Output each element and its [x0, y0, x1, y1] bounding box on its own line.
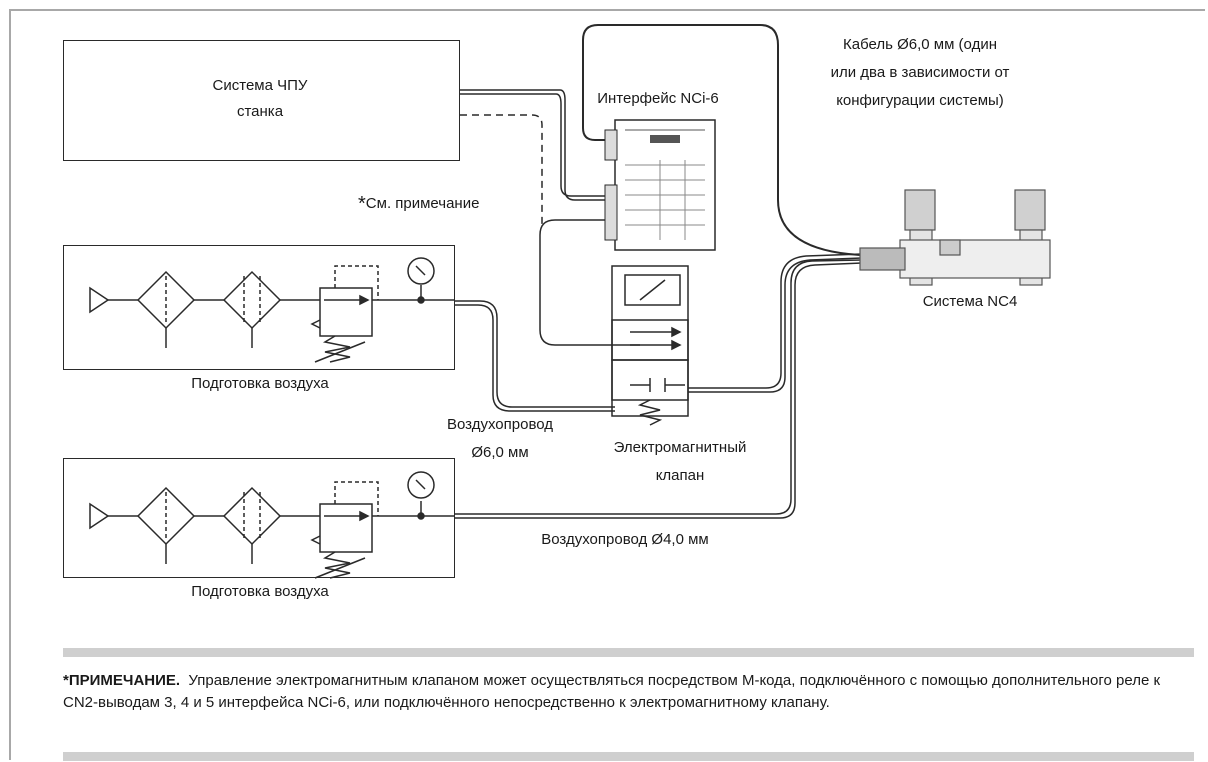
solenoid-nc4-line [688, 257, 863, 393]
air-line-6mm-label-line1: Воздухопровод [446, 416, 554, 433]
see-note-text: См. примечание [365, 195, 480, 212]
cnc-system-label-line1: Система ЧПУ [212, 77, 308, 94]
air-line-4mm-label: Воздухопровод Ø4,0 мм [541, 531, 709, 548]
page-frame [9, 9, 1205, 760]
nci6-interface-device [604, 119, 716, 251]
air-line-6mm [455, 300, 615, 408]
cnc-system-box [63, 40, 460, 161]
cable-label-line2: или два в зависимости от [830, 64, 1010, 81]
solenoid-valve-symbol [611, 265, 689, 426]
air-line-4mm [455, 262, 863, 519]
air-line-6mm-b [455, 304, 615, 412]
solenoid-nc4-line-b [688, 253, 863, 389]
cable-label-line3: конфигурации системы) [836, 92, 1004, 109]
nc4-label: Система NC4 [922, 293, 1018, 310]
note-divider-top [63, 648, 1194, 657]
solenoid-label-line1: Электромагнитный [613, 439, 747, 456]
cnc-system-label-line2: станка [236, 103, 284, 120]
cable-label-line1: Кабель Ø6,0 мм (один [843, 36, 997, 53]
cable-loop [582, 24, 861, 256]
note-text: Управление электромагнитным клапаном мож… [63, 672, 1161, 711]
dashed-control-line [460, 114, 543, 225]
air-prep-2-box [63, 458, 455, 578]
see-note-star: * [358, 193, 366, 215]
air-prep-2-symbols [89, 471, 455, 579]
cnc-interface-cable [460, 89, 612, 201]
air-prep-1-label: Подготовка воздуха [191, 375, 329, 392]
air-line-4mm-b [455, 259, 863, 515]
note-divider-bottom [63, 752, 1194, 761]
air-prep-1-box [63, 245, 455, 370]
see-note-label: *См. примечание [358, 192, 479, 216]
note-block: *ПРИМЕЧАНИЕ. Управление электромагнитным… [63, 670, 1183, 714]
nc4-system-device [859, 189, 1051, 286]
air-line-6mm-label-line2: Ø6,0 мм [471, 444, 529, 461]
solenoid-label-line2: клапан [655, 467, 705, 484]
interface-solenoid-wire [539, 219, 640, 346]
air-prep-1-symbols [89, 257, 455, 363]
interface-label: Интерфейс NCi-6 [597, 90, 719, 107]
cnc-interface-cable-2 [460, 93, 612, 197]
air-prep-2-label: Подготовка воздуха [191, 583, 329, 600]
note-heading: *ПРИМЕЧАНИЕ. [63, 672, 181, 689]
